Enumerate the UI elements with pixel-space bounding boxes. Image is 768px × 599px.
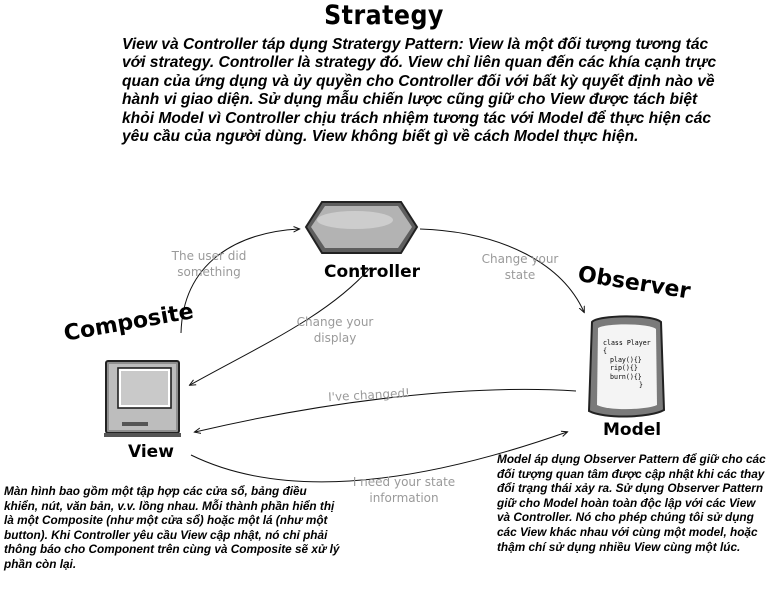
arrow-view-to-model <box>190 432 567 483</box>
arrow-model-to-view <box>195 388 577 432</box>
model-label: Model <box>603 420 662 440</box>
view-shape <box>104 360 181 437</box>
model-code-line: burn(){} <box>610 372 642 381</box>
label-change-your-display: Change your display <box>296 315 374 345</box>
intro-paragraph: View và Controller táp dụng Stratergy Pa… <box>122 36 717 146</box>
label-change-your-state: Change your state <box>481 252 559 282</box>
arrow-view-to-controller <box>180 229 299 334</box>
label-user-did-something: The user did something <box>171 249 247 279</box>
model-shape <box>587 315 666 418</box>
label-need-state-info: I need your state information <box>352 475 456 505</box>
controller-label: Controller <box>324 262 421 282</box>
model-code-line: play(){} <box>610 355 642 364</box>
view-label: View <box>128 442 174 462</box>
model-code-line: } <box>639 381 643 390</box>
observer-note: Model áp dụng Observer Pattern để giữ ch… <box>497 452 766 554</box>
diagram-title: Strategy <box>324 0 444 31</box>
model-code: class Player { play(){} rip(){} burn(){}… <box>603 339 655 389</box>
arrow-controller-to-model <box>419 228 584 312</box>
arrow-controller-to-view <box>190 267 371 385</box>
model-code-line: rip(){} <box>610 364 638 373</box>
composite-note: Màn hình bao gồm một tập hợp các cửa sổ,… <box>4 484 340 571</box>
model-code-line: class Player { <box>603 339 651 356</box>
controller-shape <box>304 201 419 254</box>
